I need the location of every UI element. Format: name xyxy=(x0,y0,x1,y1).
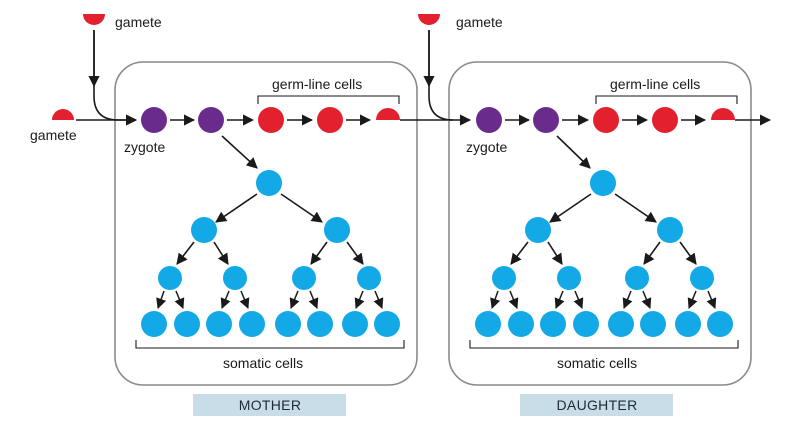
somatic-cell xyxy=(158,266,182,290)
somatic-cell xyxy=(675,311,701,337)
somatic-cell xyxy=(206,311,232,337)
gamete-top-2 xyxy=(418,14,440,25)
zygote-cell xyxy=(141,107,167,133)
daughter-panel-border xyxy=(448,61,752,386)
mother-panel-border xyxy=(114,61,418,386)
somatic-label: somatic cells xyxy=(557,355,637,371)
somatic-cell xyxy=(342,311,368,337)
somatic-cell xyxy=(239,311,265,337)
somatic-cell xyxy=(690,266,714,290)
germ-line-gamete-half xyxy=(711,108,735,120)
germ-line-bracket xyxy=(257,95,400,104)
mother-caption-bg xyxy=(193,394,346,416)
somatic-bracket xyxy=(135,340,405,349)
mother-caption: MOTHER xyxy=(239,397,301,413)
zygote-label: zygote xyxy=(124,139,165,155)
somatic-cell xyxy=(525,217,551,243)
somatic-cell xyxy=(174,311,200,337)
somatic-bracket xyxy=(469,340,739,349)
gamete-merge-arrow-2 xyxy=(428,30,454,121)
germ-line-bracket xyxy=(595,95,738,104)
gamete-top-1 xyxy=(83,14,105,25)
somatic-cell xyxy=(557,266,581,290)
early-embryo-cell xyxy=(533,107,559,133)
germ-line-cell xyxy=(258,107,284,133)
somatic-cell xyxy=(292,266,316,290)
gamete-label-top-1: gamete xyxy=(115,14,162,30)
daughter-caption: DAUGHTER xyxy=(557,397,638,413)
somatic-cell xyxy=(657,217,683,243)
gamete-label-left: gamete xyxy=(30,127,77,143)
somatic-cell xyxy=(492,266,516,290)
somatic-label: somatic cells xyxy=(223,355,303,371)
somatic-cell xyxy=(275,311,301,337)
somatic-cell xyxy=(307,311,333,337)
somatic-cell xyxy=(590,170,616,196)
germ-line-cell xyxy=(593,107,619,133)
mother-panel: gamete gamete zygote germ-line cells xyxy=(30,14,418,416)
gamete-left xyxy=(52,109,74,120)
daughter-caption-bg xyxy=(520,394,673,416)
gamete-label-top-2: gamete xyxy=(456,14,503,30)
zygote-cell xyxy=(476,107,502,133)
somatic-cell xyxy=(324,217,350,243)
somatic-cell xyxy=(640,311,666,337)
germ-line-cell xyxy=(652,107,678,133)
somatic-cell xyxy=(625,266,649,290)
germ-line-gamete-half xyxy=(376,108,400,120)
zygote-label: zygote xyxy=(466,139,507,155)
somatic-cell xyxy=(223,266,247,290)
somatic-cell xyxy=(374,311,400,337)
germ-line-label: germ-line cells xyxy=(610,76,700,92)
daughter-panel: gamete zygote germ-line cells xyxy=(418,14,772,416)
germ-line-label: germ-line cells xyxy=(272,76,362,92)
somatic-cell xyxy=(508,311,534,337)
somatic-cell xyxy=(707,311,733,337)
germ-line-cell xyxy=(317,107,343,133)
early-embryo-cell xyxy=(198,107,224,133)
somatic-cell xyxy=(141,311,167,337)
somatic-cell xyxy=(573,311,599,337)
somatic-cell xyxy=(475,311,501,337)
somatic-cell xyxy=(608,311,634,337)
somatic-cell xyxy=(357,266,381,290)
somatic-cell xyxy=(540,311,566,337)
somatic-cell xyxy=(256,170,282,196)
somatic-cell xyxy=(191,217,217,243)
